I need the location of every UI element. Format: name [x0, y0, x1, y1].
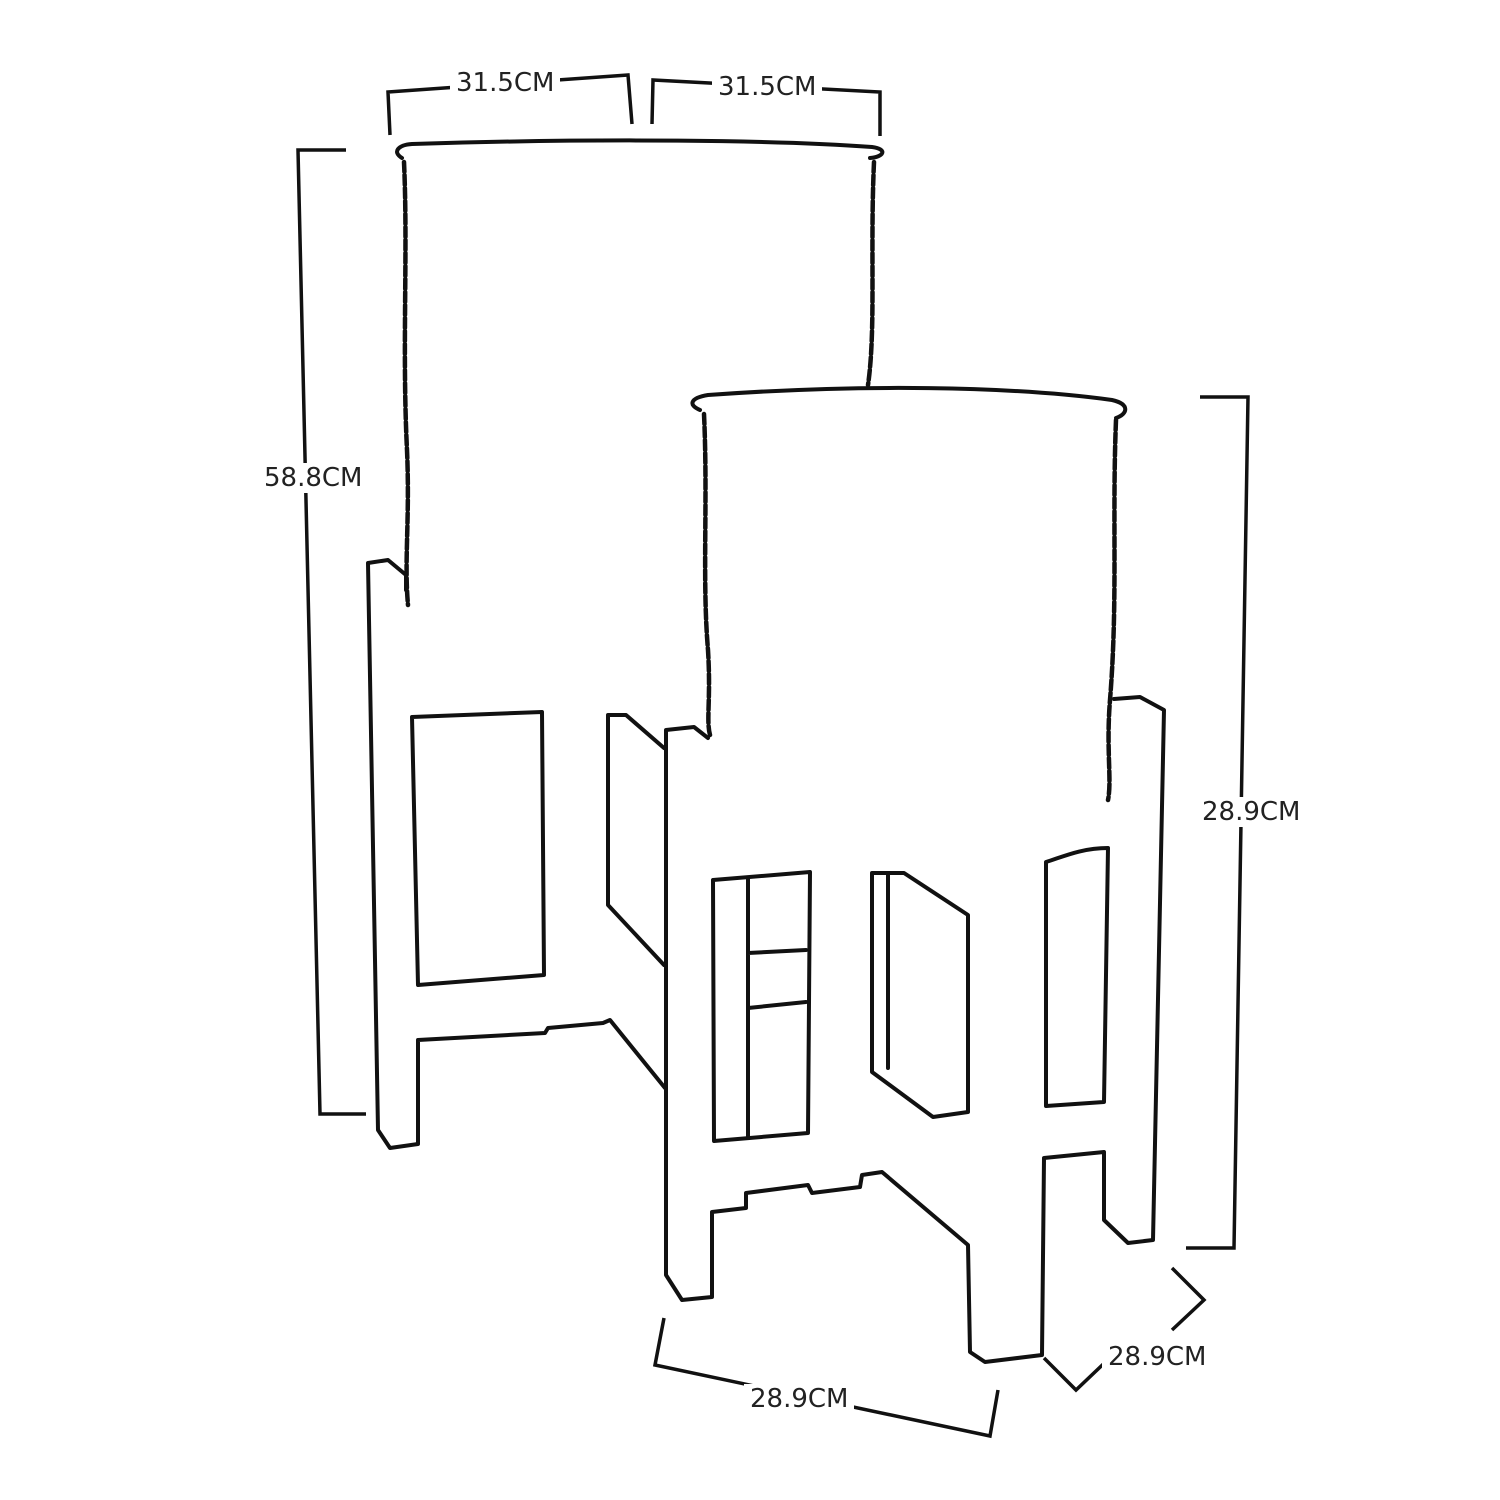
small-stand-window-left — [711, 870, 812, 1143]
large-stand-window — [410, 710, 546, 987]
small-planter-rim — [690, 385, 1128, 420]
dim-small-base-depth — [1170, 1266, 1207, 1332]
dim-large-height — [296, 148, 366, 1116]
dim-small-base-front — [652, 1317, 1000, 1439]
label-small-base-front: 28.9CM — [744, 1384, 855, 1414]
large-planter-right-side — [865, 159, 877, 388]
small-planter-left-side — [701, 411, 713, 738]
label-large-height: 58.8CM — [258, 463, 369, 493]
large-planter-left-side — [401, 159, 411, 608]
label-small-height: 28.9CM — [1196, 797, 1307, 827]
small-planter-right-side — [1105, 417, 1119, 803]
dimension-lines — [296, 73, 1250, 1439]
large-stand-left-leg — [366, 558, 667, 1150]
small-stand-front-frame — [664, 695, 1166, 1364]
large-stand-side-panel — [606, 713, 666, 967]
small-planter — [664, 385, 1166, 1364]
small-stand-window-left-divider — [746, 876, 808, 1140]
label-small-base-depth: 28.9CM — [1102, 1342, 1213, 1372]
large-planter — [366, 138, 885, 1150]
label-large-top-right-width: 31.5CM — [712, 72, 823, 102]
small-stand-window-right — [1044, 846, 1110, 1108]
small-stand-window-middle — [870, 871, 970, 1119]
large-planter-rim — [395, 138, 885, 160]
label-large-top-left-width: 31.5CM — [450, 68, 561, 98]
